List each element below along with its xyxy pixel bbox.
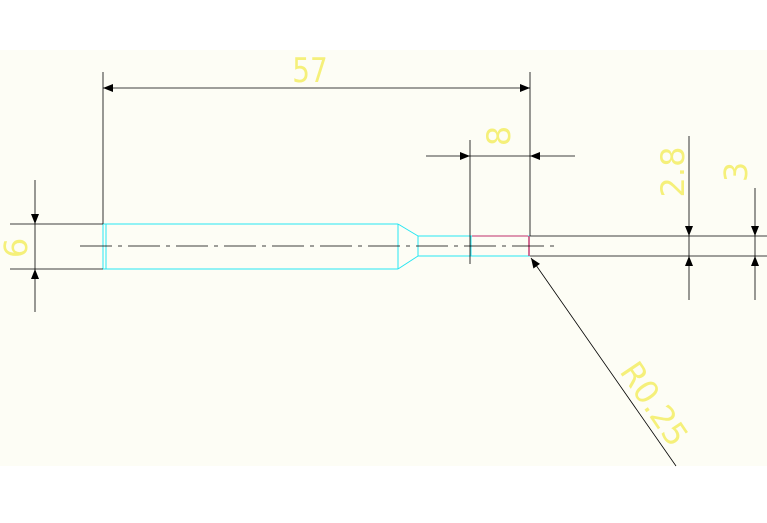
dimension-short-length: 8 xyxy=(426,126,575,160)
dimension-left-diameter: 6 xyxy=(0,180,39,312)
dim-label-2-8: 2.8 xyxy=(654,147,692,198)
dim-label-3: 3 xyxy=(717,162,755,182)
dim-label-57: 57 xyxy=(292,51,327,90)
taper-bottom xyxy=(397,255,419,270)
dimension-right-diameter: 3 xyxy=(717,162,759,300)
dimension-mid-diameter: 2.8 xyxy=(654,136,693,300)
dim-label-6: 6 xyxy=(0,238,35,258)
taper-top xyxy=(397,223,419,237)
dim-label-8: 8 xyxy=(480,126,518,146)
dimension-overall-length: 57 xyxy=(103,51,530,92)
drawing-area xyxy=(0,50,767,466)
